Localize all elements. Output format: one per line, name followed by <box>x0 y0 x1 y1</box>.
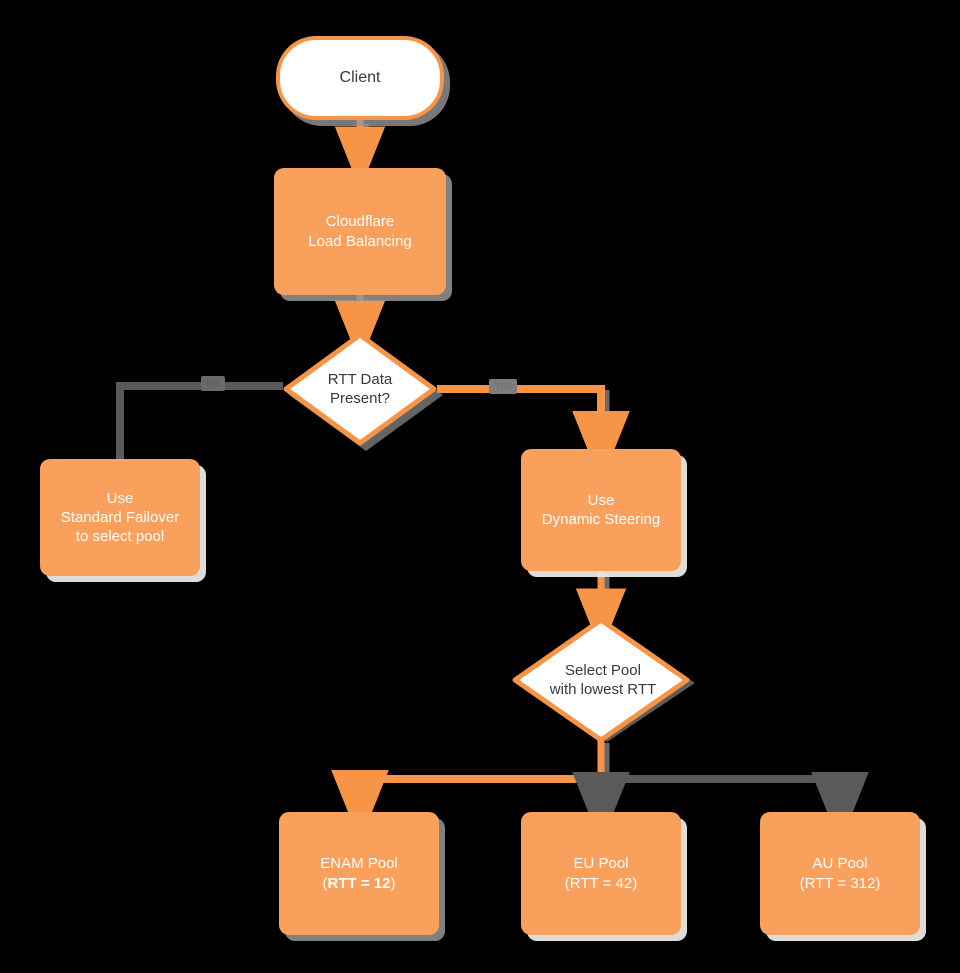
node-enam-pool-name: ENAM Pool <box>320 855 398 873</box>
node-dynamic-steering-label: Use Dynamic Steering <box>542 491 660 529</box>
node-load-balancing-line1: Cloudflare <box>325 213 395 231</box>
node-eu-pool[interactable]: EU Pool (RTT = 42) <box>521 812 681 935</box>
node-load-balancing-label: Cloudflare Load Balancing <box>308 212 411 250</box>
node-eu-pool-rtt-close: ) <box>632 874 638 892</box>
edge-rtt-no-to-standard-failover <box>116 382 283 464</box>
node-au-pool-rtt: (RTT = 312) <box>800 874 881 893</box>
node-load-balancing[interactable]: Cloudflare Load Balancing <box>274 168 446 295</box>
node-standard-failover[interactable]: Use Standard Failover to select pool <box>40 459 200 576</box>
node-dynamic-steering-line1: Use <box>587 491 615 509</box>
edge-rtt-yes-to-dynamic-steering <box>437 385 630 483</box>
node-enam-pool-rtt-close: ) <box>390 874 396 892</box>
node-au-pool-rtt-value: RTT = 312 <box>804 874 876 892</box>
node-standard-failover-line2: Standard Failover <box>60 508 180 526</box>
select-pool-shape <box>512 617 695 743</box>
edge-label-rtt-yes: Yes <box>489 379 517 394</box>
node-au-pool-name: AU Pool <box>812 855 868 873</box>
node-eu-pool-rtt-open: ( <box>564 874 570 892</box>
node-au-pool-label: AU Pool (RTT = 312) <box>800 854 881 892</box>
node-standard-failover-label: Use Standard Failover to select pool <box>61 489 179 547</box>
node-au-pool[interactable]: AU Pool (RTT = 312) <box>760 812 920 935</box>
node-enam-pool-rtt: (RTT = 12) <box>320 874 398 893</box>
node-client-label: Client <box>339 68 381 86</box>
node-client[interactable]: Client <box>276 36 444 120</box>
node-standard-failover-line3: to select pool <box>75 528 165 546</box>
node-load-balancing-line2: Load Balancing <box>308 232 412 250</box>
node-eu-pool-rtt-value: RTT = 42 <box>569 874 633 892</box>
node-eu-pool-rtt: (RTT = 42) <box>565 874 637 893</box>
node-enam-pool-label: ENAM Pool (RTT = 12) <box>320 854 398 892</box>
edge-bus-to-au-pool <box>601 772 869 844</box>
node-enam-pool[interactable]: ENAM Pool (RTT = 12) <box>279 812 439 935</box>
node-rtt-decision[interactable]: RTT Data Present? <box>283 332 443 451</box>
node-enam-pool-rtt-value: RTT = 12 <box>327 874 391 892</box>
node-eu-pool-name: EU Pool <box>573 855 629 873</box>
edge-label-rtt-no: No <box>201 376 226 391</box>
node-dynamic-steering-line2: Dynamic Steering <box>541 511 661 528</box>
node-eu-pool-label: EU Pool (RTT = 42) <box>565 854 637 892</box>
node-select-pool[interactable]: Select Pool with lowest RTT <box>512 617 695 743</box>
edge-bus-to-enam-pool <box>331 770 604 842</box>
node-standard-failover-line1: Use <box>106 489 134 507</box>
node-enam-pool-rtt-open: ( <box>322 874 328 892</box>
rtt-decision-shape <box>283 332 443 451</box>
node-au-pool-rtt-close: ) <box>875 874 881 892</box>
node-au-pool-rtt-open: ( <box>799 874 805 892</box>
node-dynamic-steering[interactable]: Use Dynamic Steering <box>521 449 681 571</box>
